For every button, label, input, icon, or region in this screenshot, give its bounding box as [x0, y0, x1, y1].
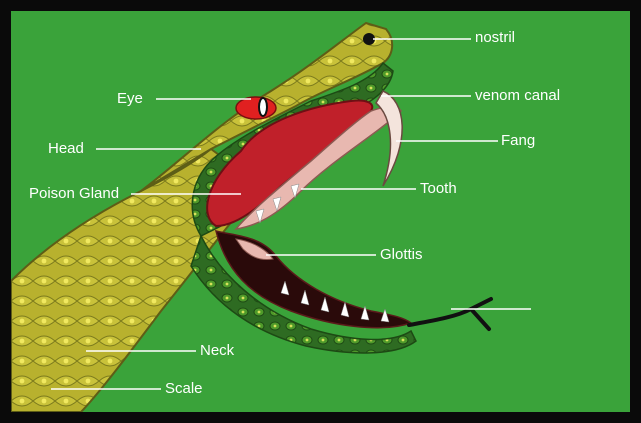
label-fang: Fang: [501, 132, 535, 150]
label-venom-canal: venom canal: [475, 87, 560, 105]
label-eye: Eye: [117, 90, 143, 108]
label-scale: Scale: [165, 380, 203, 398]
label-poison-gland: Poison Gland: [29, 185, 119, 203]
label-nostril: nostril: [475, 29, 515, 47]
tongue: [409, 299, 491, 329]
eye-pupil: [259, 98, 267, 116]
diagram-panel: nostril Eye venom canal Head Fang Poison…: [11, 11, 630, 412]
label-neck: Neck: [200, 342, 234, 360]
label-tooth: Tooth: [420, 180, 457, 198]
eye: [236, 97, 276, 119]
label-head: Head: [48, 140, 84, 158]
label-glottis: Glottis: [380, 246, 423, 264]
fang: [376, 91, 402, 186]
snake-head-illustration: [11, 11, 630, 412]
